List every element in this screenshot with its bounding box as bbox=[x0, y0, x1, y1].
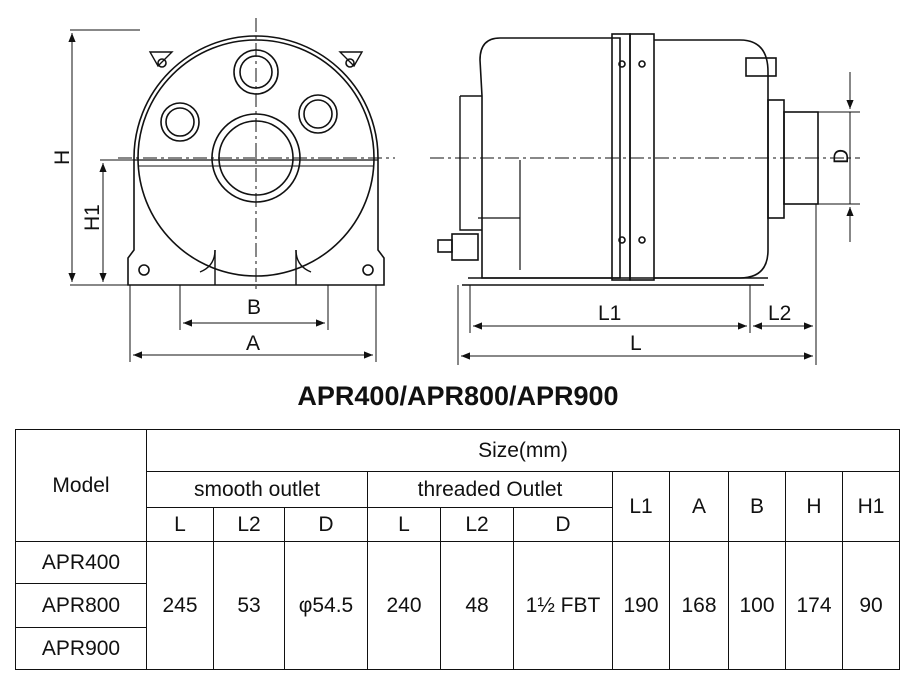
subheader-threaded-d: D bbox=[513, 507, 613, 542]
label-h: H bbox=[51, 150, 74, 165]
model-apr800: APR800 bbox=[15, 583, 147, 628]
subheader-smooth-l: L bbox=[146, 507, 214, 542]
value-b: 100 bbox=[728, 541, 786, 670]
label-l1: L1 bbox=[598, 302, 621, 325]
label-b: B bbox=[247, 296, 261, 319]
front-view-labels: H H1 B A bbox=[51, 150, 261, 355]
value-threaded-d: 1½ FBT bbox=[513, 541, 613, 670]
label-a: A bbox=[246, 332, 260, 355]
product-title: APR400/APR800/APR900 bbox=[297, 381, 619, 411]
header-smooth-outlet: smooth outlet bbox=[146, 471, 368, 508]
header-model: Model bbox=[15, 429, 147, 542]
header-threaded-outlet: threaded Outlet bbox=[367, 471, 613, 508]
front-view bbox=[68, 18, 395, 362]
value-h1: 90 bbox=[842, 541, 900, 670]
header-a: A bbox=[669, 471, 729, 542]
value-threaded-l2: 48 bbox=[440, 541, 514, 670]
label-l2: L2 bbox=[768, 302, 791, 325]
header-b: B bbox=[728, 471, 786, 542]
side-view-labels: L1 L2 L D bbox=[598, 149, 853, 355]
header-l1: L1 bbox=[612, 471, 670, 542]
header-h: H bbox=[785, 471, 843, 542]
side-view bbox=[430, 33, 860, 365]
value-smooth-l2: 53 bbox=[213, 541, 285, 670]
label-h1: H1 bbox=[81, 204, 104, 231]
value-threaded-l: 240 bbox=[367, 541, 441, 670]
label-d: D bbox=[830, 149, 853, 164]
model-apr400: APR400 bbox=[15, 541, 147, 584]
value-smooth-d: φ54.5 bbox=[284, 541, 368, 670]
label-l: L bbox=[630, 332, 642, 355]
subheader-threaded-l: L bbox=[367, 507, 441, 542]
value-smooth-l: 245 bbox=[146, 541, 214, 670]
subheader-smooth-d: D bbox=[284, 507, 368, 542]
header-h1: H1 bbox=[842, 471, 900, 542]
subheader-smooth-l2: L2 bbox=[213, 507, 285, 542]
technical-drawing: H H1 B A bbox=[51, 18, 860, 365]
header-size: Size(mm) bbox=[146, 429, 900, 472]
value-h: 174 bbox=[785, 541, 843, 670]
model-apr900: APR900 bbox=[15, 627, 147, 670]
value-l1: 190 bbox=[612, 541, 670, 670]
spec-table: Model Size(mm) smooth outlet threaded Ou… bbox=[15, 429, 900, 670]
subheader-threaded-l2: L2 bbox=[440, 507, 514, 542]
value-a: 168 bbox=[669, 541, 729, 670]
